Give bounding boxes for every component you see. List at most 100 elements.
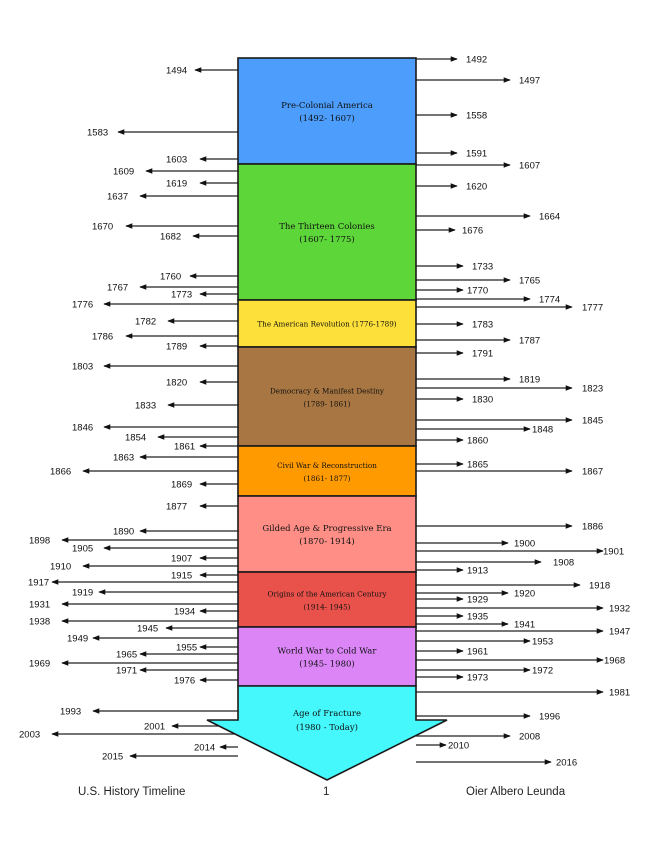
event-year-label: 2008 — [519, 732, 540, 743]
event-left-1782: 1782 — [135, 317, 238, 328]
era-pre-colonial-america: Pre-Colonial America(1492- 1607) — [237, 57, 417, 165]
event-year-label: 2016 — [556, 758, 577, 769]
era-american-revolution: The American Revolution (1776-1789) — [237, 299, 417, 348]
era-title: World War to Cold War — [278, 647, 378, 657]
era-title: Age of Fracture — [292, 709, 361, 719]
right-event-arrows: 1492149715581591160716201664167617331765… — [416, 55, 630, 769]
era-title: Civil War & Reconstruction — [277, 461, 377, 470]
event-left-1670: 1670 — [92, 222, 238, 233]
era-block — [237, 163, 417, 301]
event-left-2014: 2014 — [194, 743, 238, 754]
page-number: 1 — [323, 786, 330, 798]
event-right-1783: 1783 — [416, 320, 493, 331]
event-left-1993: 1993 — [60, 707, 238, 718]
event-year-label: 1996 — [539, 712, 560, 723]
event-left-1846: 1846 — [72, 423, 238, 434]
event-year-label: 1789 — [166, 342, 187, 353]
event-left-1917: 1917 — [28, 578, 238, 589]
event-right-1973: 1973 — [416, 673, 488, 684]
event-year-label: 1492 — [466, 55, 487, 66]
event-right-1867: 1867 — [416, 467, 603, 478]
event-left-1820: 1820 — [166, 378, 238, 389]
event-right-1765: 1765 — [416, 276, 540, 287]
event-right-1941: 1941 — [416, 620, 535, 631]
event-year-label: 1786 — [92, 332, 113, 343]
event-year-label: 1833 — [135, 401, 156, 412]
event-year-label: 1682 — [160, 232, 181, 243]
event-year-label: 1932 — [609, 604, 630, 615]
event-year-label: 1863 — [113, 453, 134, 464]
event-year-label: 1917 — [28, 578, 49, 589]
event-right-1929: 1929 — [416, 595, 488, 606]
event-left-1890: 1890 — [113, 527, 238, 538]
event-year-label: 1886 — [582, 522, 603, 533]
event-left-1786: 1786 — [92, 332, 238, 343]
event-year-label: 1591 — [466, 149, 487, 160]
event-year-label: 1945 — [137, 624, 158, 635]
event-right-1908: 1908 — [416, 558, 574, 569]
event-left-1919: 1919 — [72, 588, 238, 599]
event-right-1823: 1823 — [416, 384, 603, 395]
event-year-label: 1890 — [113, 527, 134, 538]
event-left-1682: 1682 — [160, 232, 238, 243]
event-year-label: 1823 — [582, 384, 603, 395]
event-year-label: 1819 — [519, 375, 540, 386]
event-right-1787: 1787 — [416, 336, 540, 347]
era-title: Origins of the American Century — [267, 590, 387, 599]
event-left-1905: 1905 — [72, 544, 238, 555]
event-year-label: 1931 — [29, 600, 50, 611]
event-year-label: 1898 — [29, 536, 50, 547]
event-year-label: 1953 — [532, 637, 553, 648]
event-right-1961: 1961 — [416, 647, 488, 658]
event-year-label: 1938 — [29, 617, 50, 628]
event-year-label: 1774 — [539, 295, 560, 306]
event-year-label: 1765 — [519, 276, 540, 287]
era-date-range: (1607- 1775) — [299, 234, 354, 245]
event-right-1918: 1918 — [416, 581, 610, 592]
event-year-label: 1782 — [135, 317, 156, 328]
event-left-1833: 1833 — [135, 401, 238, 412]
event-left-1603: 1603 — [166, 155, 238, 166]
event-year-label: 1607 — [519, 161, 540, 172]
event-year-label: 1787 — [519, 336, 540, 347]
event-year-label: 1913 — [467, 566, 488, 577]
event-right-1676: 1676 — [416, 226, 483, 237]
event-left-1866: 1866 — [50, 467, 238, 478]
era-block — [237, 445, 417, 497]
event-right-1900: 1900 — [416, 539, 535, 550]
footer-title: U.S. History Timeline — [78, 786, 186, 798]
event-left-1907: 1907 — [171, 554, 238, 565]
down-arrow-icon — [206, 685, 448, 781]
event-right-1981: 1981 — [416, 688, 630, 699]
event-right-1968: 1968 — [416, 656, 625, 667]
event-left-1934: 1934 — [174, 607, 238, 618]
event-left-1969: 1969 — [29, 659, 238, 670]
event-year-label: 1558 — [466, 111, 487, 122]
event-year-label: 1900 — [514, 539, 535, 550]
event-left-1955: 1955 — [176, 643, 238, 654]
event-year-label: 2003 — [19, 730, 40, 741]
event-year-label: 1664 — [539, 212, 560, 223]
event-year-label: 1865 — [467, 460, 488, 471]
event-left-1915: 1915 — [171, 571, 238, 582]
event-year-label: 2015 — [102, 752, 123, 763]
event-left-1789: 1789 — [166, 342, 238, 353]
event-year-label: 1935 — [467, 612, 488, 623]
event-left-2015: 2015 — [102, 752, 238, 763]
event-year-label: 1603 — [166, 155, 187, 166]
event-right-1901: 1901 — [416, 547, 624, 558]
event-year-label: 1733 — [472, 262, 493, 273]
era-title: Pre-Colonial America — [281, 101, 373, 111]
event-left-1938: 1938 — [29, 617, 238, 628]
event-year-label: 2010 — [448, 741, 469, 752]
era-title: Democracy & Manifest Destiny — [270, 387, 385, 396]
event-right-1591: 1591 — [416, 149, 487, 160]
final-era-arrow: Age of Fracture(1980 - Today) — [206, 685, 448, 781]
event-right-2016: 2016 — [416, 758, 577, 769]
era-age-of-fracture: Age of Fracture(1980 - Today) — [206, 685, 448, 781]
event-year-label: 1767 — [107, 283, 128, 294]
era-title: Gilded Age & Progressive Era — [262, 524, 391, 534]
event-left-1949: 1949 — [67, 634, 238, 645]
event-right-1860: 1860 — [416, 436, 488, 447]
